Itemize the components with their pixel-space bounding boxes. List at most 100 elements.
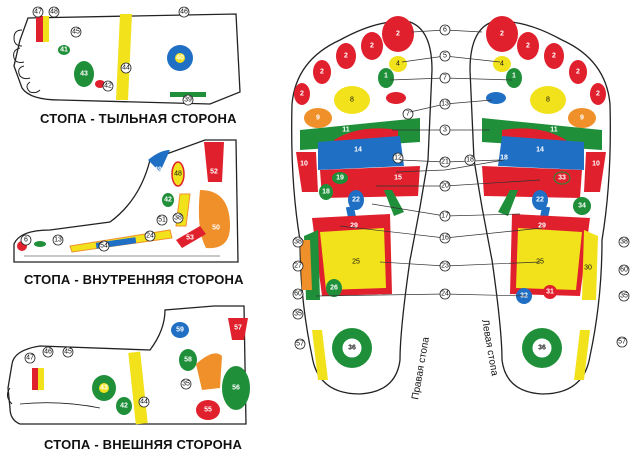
right-point-label: 18 [322, 189, 330, 196]
outer-point-label: 58 [184, 357, 192, 364]
left-point-label: 14 [536, 147, 544, 154]
inner-point-label: 49 [154, 167, 162, 174]
right-point-label: 15 [394, 175, 402, 182]
left-point-label: 11 [550, 127, 558, 134]
right-point-label: 1 [384, 73, 388, 80]
right-point-label: 25 [352, 259, 360, 266]
right-point-label: 14 [354, 147, 362, 154]
outer-point-label: 56 [232, 385, 240, 392]
left-point-label: 8 [546, 97, 550, 104]
inner-view-labels: 49 52 48 42 51 38 50 53 6 13 54 24 [20, 167, 220, 252]
right-point-label: 36 [348, 345, 356, 352]
top-point-label: 43 [80, 71, 88, 78]
center-label: 20 [441, 183, 449, 190]
right-point-label: 12 [394, 155, 402, 162]
left-point-label: 22 [536, 197, 544, 204]
right-point-label: 19 [336, 175, 344, 182]
left-point-label: 2 [552, 53, 556, 60]
left-point-label: 25 [536, 259, 544, 266]
outer-point-label: 43 [100, 385, 108, 392]
left-point-label: 9 [580, 115, 584, 122]
outer-point-label: 45 [64, 349, 72, 356]
top-point-label: 39 [184, 97, 192, 104]
left-point-label: 30 [584, 265, 592, 272]
left-point-label: 60 [620, 267, 628, 274]
left-point-label: 3 [532, 79, 536, 86]
inner-point-label: 52 [210, 169, 218, 176]
center-label: 18 [466, 157, 474, 164]
outer-point-label: 47 [26, 355, 34, 362]
center-label: 6 [443, 27, 447, 34]
center-labels: 6 5 7 13 3 21 18 20 17 16 23 24 [439, 24, 476, 300]
right-point-label: 60 [294, 291, 302, 298]
right-point-label: 2 [320, 69, 324, 76]
top-point-label: 41 [60, 47, 68, 54]
left-point-label: 2 [500, 31, 504, 38]
center-label: 17 [441, 213, 449, 220]
outer-view-foot [6, 305, 250, 425]
outer-view-caption: СТОПА - ВНЕШНЯЯ СТОРОНА [44, 437, 243, 452]
left-foot-sole [469, 16, 611, 395]
inner-point-label: 50 [212, 225, 220, 232]
left-foot-labels: 2 2 2 2 2 4 1 3 8 9 11 10 14 18 33 22 34… [500, 31, 630, 352]
inner-point-label: 53 [186, 235, 194, 242]
right-point-label: 7 [406, 111, 410, 118]
right-point-label: 22 [352, 197, 360, 204]
outer-point-label: 44 [140, 399, 148, 406]
center-label: 16 [441, 235, 449, 242]
inner-point-label: 51 [158, 217, 166, 224]
top-point-label: 48 [50, 9, 58, 16]
top-view-caption: СТОПА - ТЫЛЬНАЯ СТОРОНА [40, 111, 237, 126]
inner-point-label: 24 [146, 233, 154, 240]
left-point-label: 35 [620, 293, 628, 300]
right-point-label: 3 [364, 79, 368, 86]
left-point-label: 10 [592, 161, 600, 168]
left-point-label: 31 [546, 289, 554, 296]
inner-point-label: 48 [174, 171, 182, 178]
right-point-label: 35 [294, 311, 302, 318]
inner-view-foot [13, 139, 239, 263]
center-label: 23 [441, 263, 449, 270]
left-point-label: 57 [618, 339, 626, 346]
left-point-label: 2 [576, 69, 580, 76]
left-point-label: 2 [596, 91, 600, 98]
right-point-label: 2 [344, 53, 348, 60]
top-point-label: 44 [122, 65, 130, 72]
outer-point-label: 46 [44, 349, 52, 356]
right-point-label: 29 [350, 223, 358, 230]
top-point-label: 42 [104, 83, 112, 90]
outer-view-labels: 47 46 45 43 44 42 59 58 57 56 55 35 [24, 325, 242, 414]
top-view-labels: 47 48 46 45 41 43 44 40 42 39 [32, 6, 194, 106]
outer-point-label: 57 [234, 325, 242, 332]
center-label: 21 [441, 159, 449, 166]
center-label: 7 [443, 75, 447, 82]
right-point-label: 10 [300, 161, 308, 168]
center-label: 3 [443, 127, 447, 134]
top-point-label: 46 [180, 9, 188, 16]
inner-point-label: 6 [24, 237, 28, 244]
left-point-label: 34 [578, 203, 586, 210]
right-point-label: 2 [396, 31, 400, 38]
right-point-label: 9 [316, 115, 320, 122]
left-point-label: 4 [500, 61, 504, 68]
left-foot-caption: Левая стопа [479, 319, 500, 378]
right-point-label: 2 [370, 43, 374, 50]
outer-point-label: 59 [176, 327, 184, 334]
inner-point-label: 38 [174, 215, 182, 222]
right-point-label: 38 [294, 239, 302, 246]
right-foot-caption: Правая стопа [410, 336, 432, 401]
right-foot-sole [291, 16, 433, 395]
left-point-label: 29 [538, 223, 546, 230]
outer-point-label: 55 [204, 407, 212, 414]
outer-point-label: 42 [120, 403, 128, 410]
left-point-label: 18 [500, 155, 508, 162]
center-label: 24 [441, 291, 449, 298]
outer-point-label: 35 [182, 381, 190, 388]
right-point-label: 26 [330, 285, 338, 292]
left-point-label: 2 [526, 43, 530, 50]
left-point-label: 38 [620, 239, 628, 246]
top-point-label: 40 [176, 55, 184, 62]
left-point-label: 33 [558, 175, 566, 182]
